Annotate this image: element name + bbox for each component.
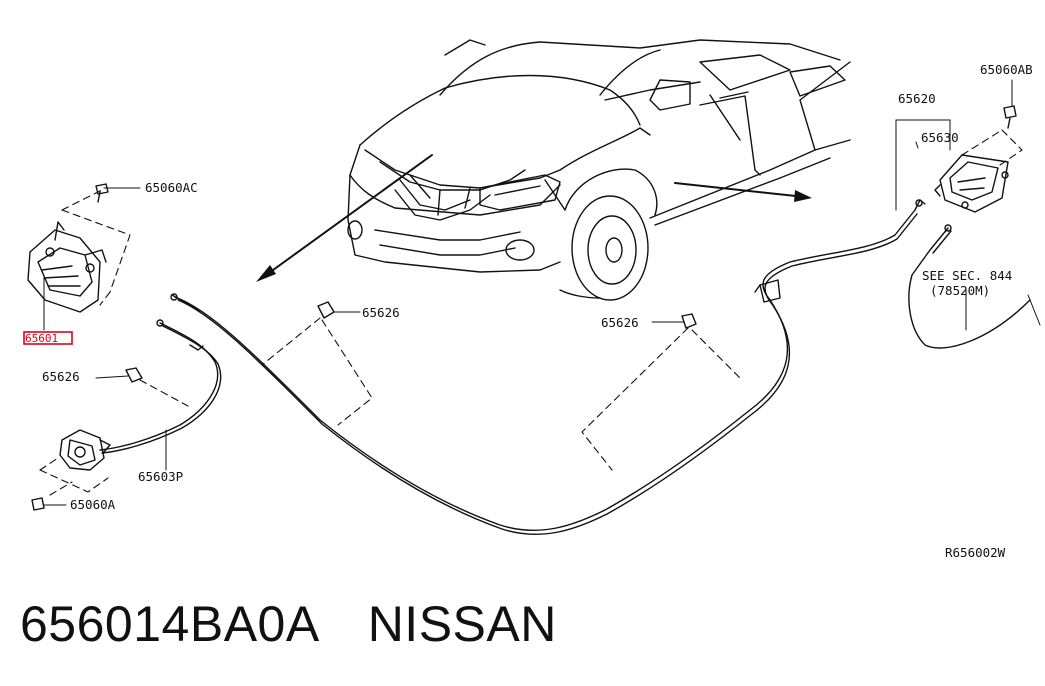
secondary-latch [59,429,111,471]
label-65603P: 65603P [138,469,183,484]
label-65626-left: 65626 [42,369,80,384]
bolt-icon [1003,105,1017,129]
clip-dashed-outline [581,327,741,471]
label-65060A: 65060A [70,497,116,512]
brand-name: NISSAN [367,596,557,652]
clip-icon [681,313,697,329]
handle-linkage-cable [908,224,1031,349]
label-65601-highlighted: 65601 [25,332,58,345]
label-65626-center-right: 65626 [601,315,639,330]
callout-labels: 65060AB 65620 65630 65060AC 65601 65626 … [23,62,1033,560]
part-caption: 656014BA0A NISSAN [20,595,557,653]
label-see-sec: SEE SEC. 844 [922,268,1012,283]
latch-dashed-outline [39,457,109,496]
bolt-icon [95,183,109,203]
label-65620: 65620 [898,91,936,106]
clip-dashed-outline [261,317,373,426]
bolt-icon [31,497,45,511]
drawing-reference: R656002W [945,545,1006,560]
label-65060AC: 65060AC [145,180,198,195]
hood-lock-dashed-outline [61,189,131,306]
handle-dashed-outline [961,129,1023,166]
hood-release-handle [934,154,1009,213]
clip-icon [317,301,335,319]
label-see-sec-code: (78520M) [930,283,990,298]
label-65630: 65630 [921,130,959,145]
hood-lock-assembly [27,221,107,313]
clip-icon [125,367,143,383]
leader-lines [43,79,1013,506]
label-65626-center-left: 65626 [362,305,400,320]
label-65060AB: 65060AB [980,62,1033,77]
direction-arrows [261,154,806,279]
part-number: 656014BA0A [20,596,320,652]
hood-release-cable [170,209,918,536]
secondary-hood-cable [99,319,222,454]
highlight-box [23,331,73,345]
vehicle-outline [347,39,851,301]
